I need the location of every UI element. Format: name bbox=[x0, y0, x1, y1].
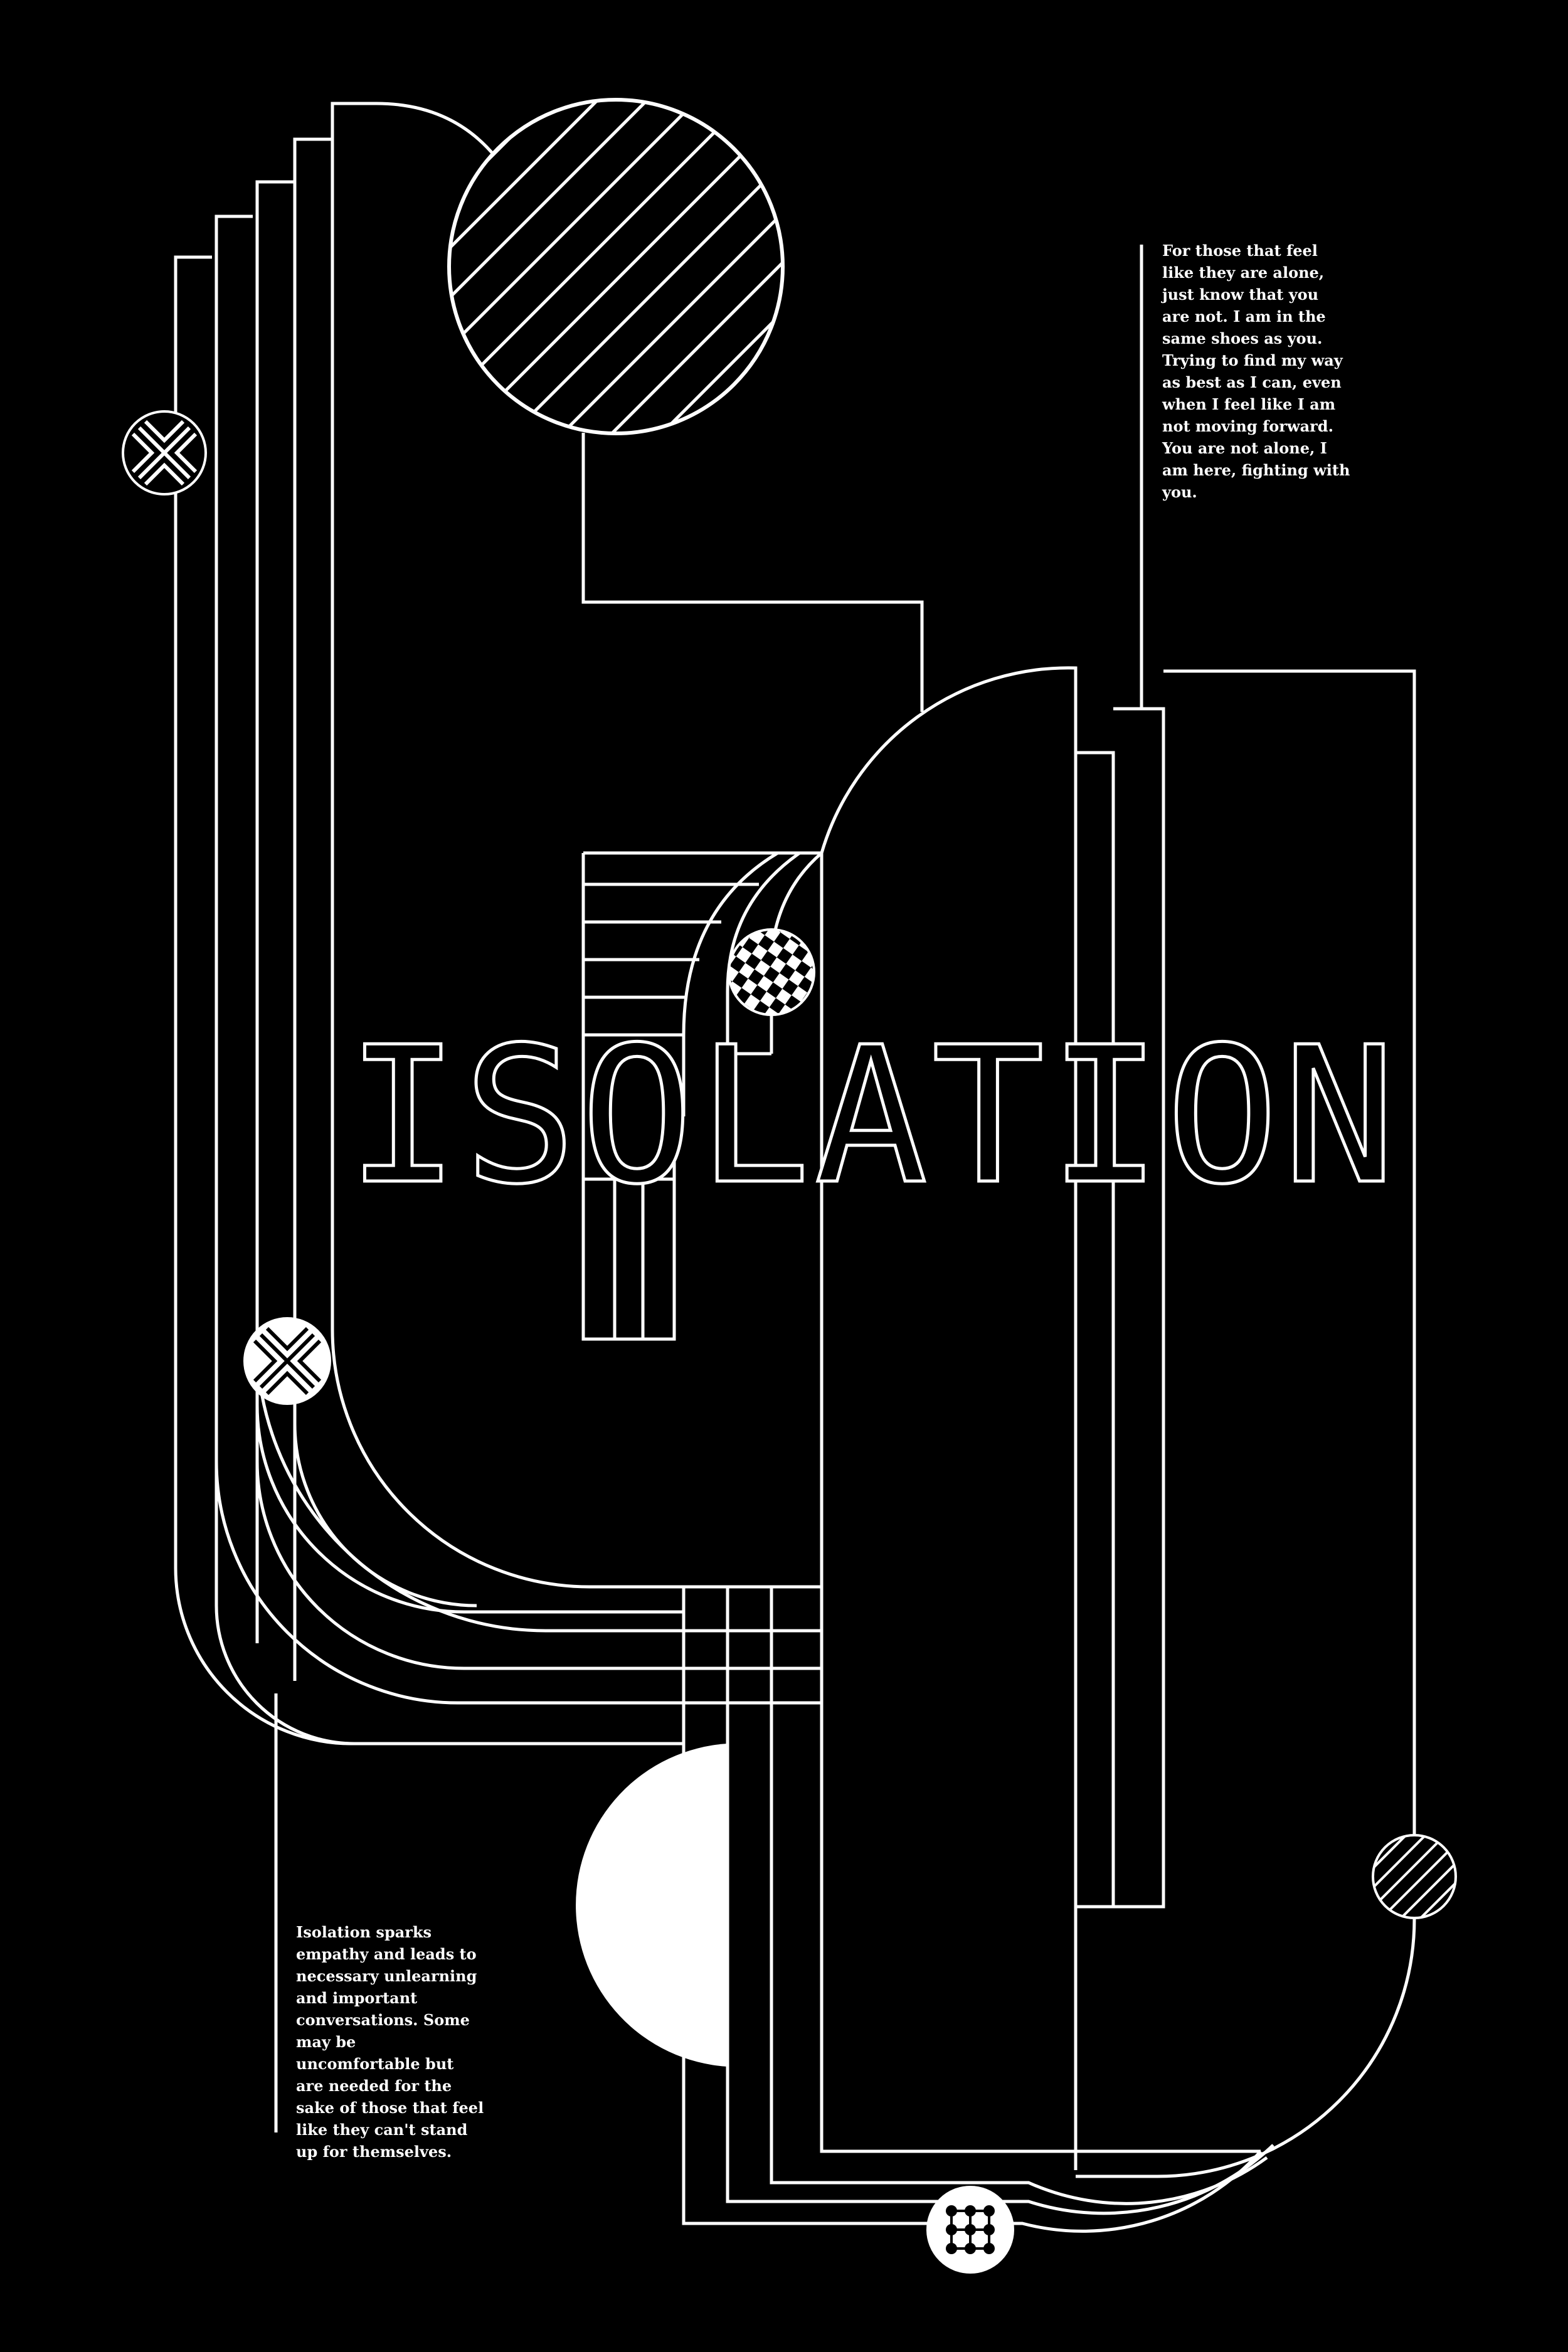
striped-circle bbox=[447, 98, 785, 435]
blurb-bottom: Isolation sparks empathy and leads to ne… bbox=[296, 1923, 484, 2161]
x-pattern-circle-top bbox=[122, 410, 207, 495]
striped-circle-small bbox=[1372, 1834, 1457, 1919]
blurb-top: For those that feel like they are alone,… bbox=[1162, 241, 1350, 501]
dot-grid-circle bbox=[926, 2186, 1014, 2274]
checker-circle bbox=[728, 928, 815, 1016]
left-arch-stack bbox=[174, 102, 1416, 2233]
poster-title: ISOLATION bbox=[345, 1007, 1400, 1226]
half-moon bbox=[576, 1744, 728, 2067]
x-pattern-circle-bottom bbox=[243, 1317, 331, 1405]
